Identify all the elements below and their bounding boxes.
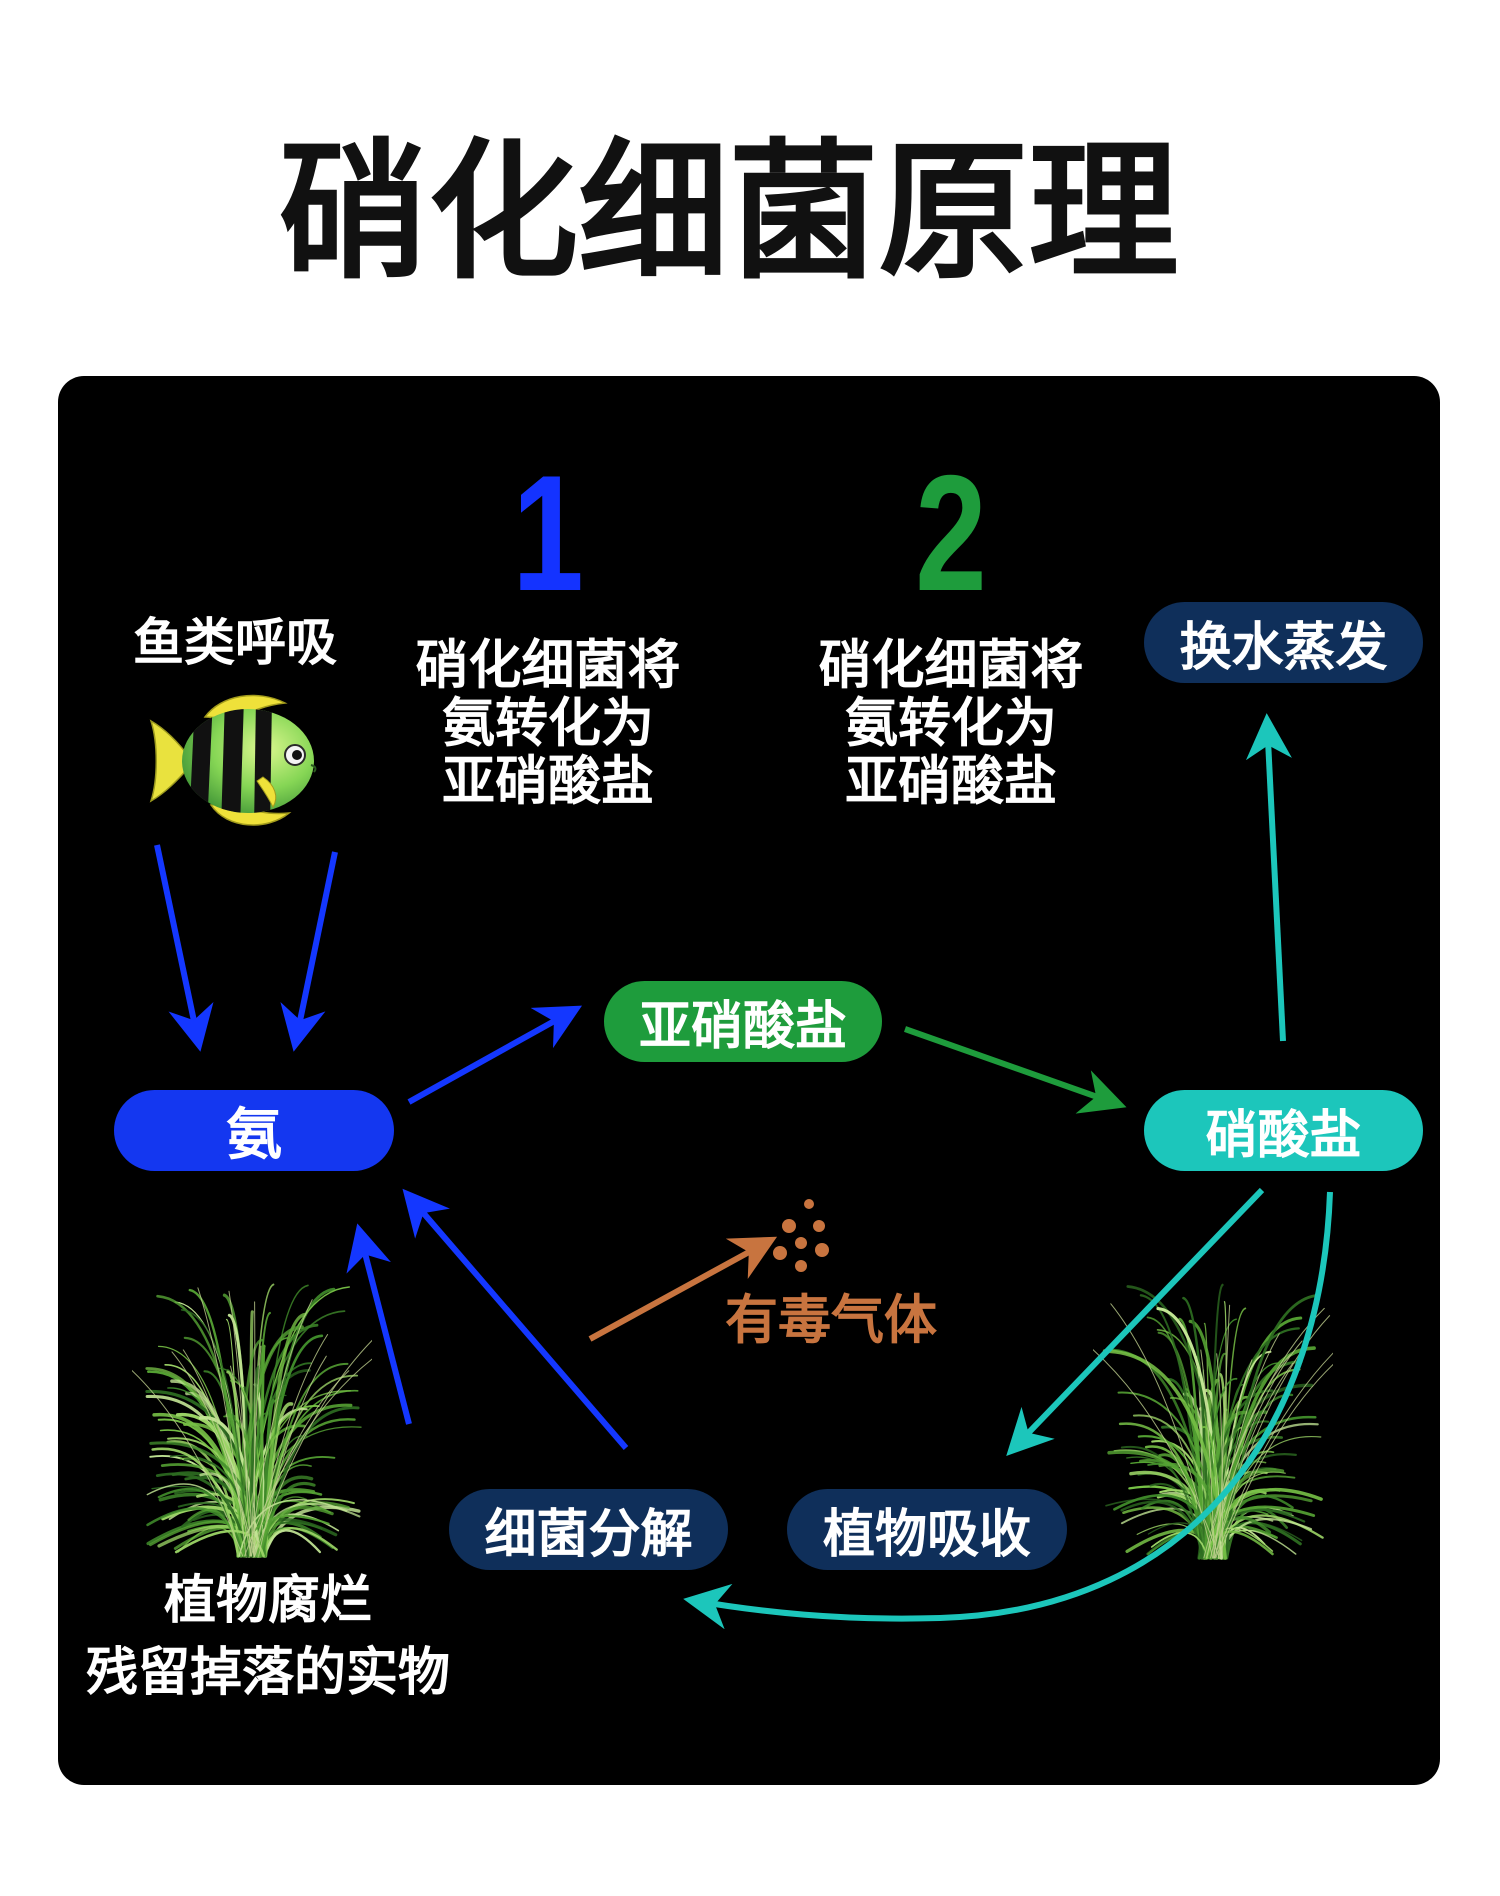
node-bacteria-decomposition: 细菌分解 [449, 1489, 728, 1570]
grass-blade [254, 1334, 329, 1557]
fish-pectoral-fin [256, 776, 277, 809]
plant-decay-line-2: 残留掉落的实物 [85, 1643, 450, 1703]
grass-blade [263, 1529, 322, 1558]
grass-blade [132, 1369, 244, 1557]
fish-body [182, 709, 314, 813]
grass-blade [164, 1363, 241, 1557]
grass-blade [149, 1441, 267, 1558]
grass-blade [197, 1287, 247, 1557]
grass-blades [132, 1283, 372, 1558]
step-1-description: 硝化细菌将 氨转化为 亚硝酸盐 [388, 637, 708, 811]
node-nitrite: 亚硝酸盐 [604, 981, 882, 1062]
page-title: 硝化细菌原理 [278, 126, 1179, 300]
step-1-line-2: 氨转化为 [442, 693, 654, 754]
grass-blade [249, 1299, 313, 1557]
grass-blade [260, 1482, 316, 1558]
node-water-change-label: 换水蒸发 [1179, 618, 1388, 678]
grass-blade [155, 1472, 249, 1558]
fish-pupil [292, 750, 302, 760]
grass-plant-icon-left [132, 1283, 372, 1558]
step-2-description: 硝化细菌将 氨转化为 亚硝酸盐 [791, 637, 1111, 811]
striped-fish-icon [149, 694, 317, 826]
node-nitrate-label: 硝酸盐 [1205, 1106, 1362, 1166]
step-2-number: 2 [915, 441, 987, 625]
node-bacteria-decomposition-label: 细菌分解 [484, 1505, 693, 1565]
step-2-line-3: 亚硝酸盐 [845, 751, 1057, 812]
grass-blade [249, 1365, 261, 1558]
grass-blades [1093, 1283, 1333, 1560]
step-2-line-1: 硝化细菌将 [818, 635, 1084, 696]
grass-blade [171, 1351, 255, 1557]
grass-blade [180, 1309, 249, 1557]
plant-decay-label: 植物腐烂 残留掉落的实物 [58, 1565, 478, 1709]
grass-blade [157, 1487, 244, 1558]
grass-blade [228, 1290, 251, 1557]
node-nitrite-label: 亚硝酸盐 [638, 997, 847, 1057]
grass-blade [174, 1529, 265, 1558]
node-ammonia-label: 氨 [226, 1103, 282, 1168]
fish-respiration-label: 鱼类呼吸 [132, 614, 337, 673]
node-water-change: 换水蒸发 [1144, 602, 1423, 683]
node-plant-absorption-label: 植物吸收 [822, 1505, 1031, 1565]
node-ammonia: 氨 [114, 1090, 394, 1171]
step-1-line-1: 硝化细菌将 [415, 635, 681, 696]
step-1-number: 1 [512, 441, 584, 625]
grass-blade [242, 1337, 290, 1557]
grass-blade [251, 1345, 262, 1557]
grass-blade [238, 1498, 348, 1557]
grass-blade [260, 1496, 307, 1557]
grass-blade [240, 1515, 330, 1558]
step-1-line-3: 亚硝酸盐 [442, 751, 654, 812]
fish-stripes [189, 709, 272, 813]
grass-blade [182, 1349, 252, 1557]
grass-blade [258, 1344, 266, 1558]
toxic-gas-label: 有毒气体 [725, 1290, 937, 1351]
node-nitrate: 硝酸盐 [1144, 1090, 1423, 1171]
plant-decay-line-1: 植物腐烂 [163, 1571, 372, 1631]
step-2-line-2: 氨转化为 [845, 693, 1057, 754]
fish-tail [149, 719, 192, 803]
grass-blade [230, 1365, 255, 1557]
fish-mouth [310, 764, 317, 773]
grass-plant-icon-right [1093, 1283, 1333, 1560]
grass-blade [253, 1301, 256, 1557]
node-plant-absorption: 植物吸收 [787, 1489, 1067, 1570]
